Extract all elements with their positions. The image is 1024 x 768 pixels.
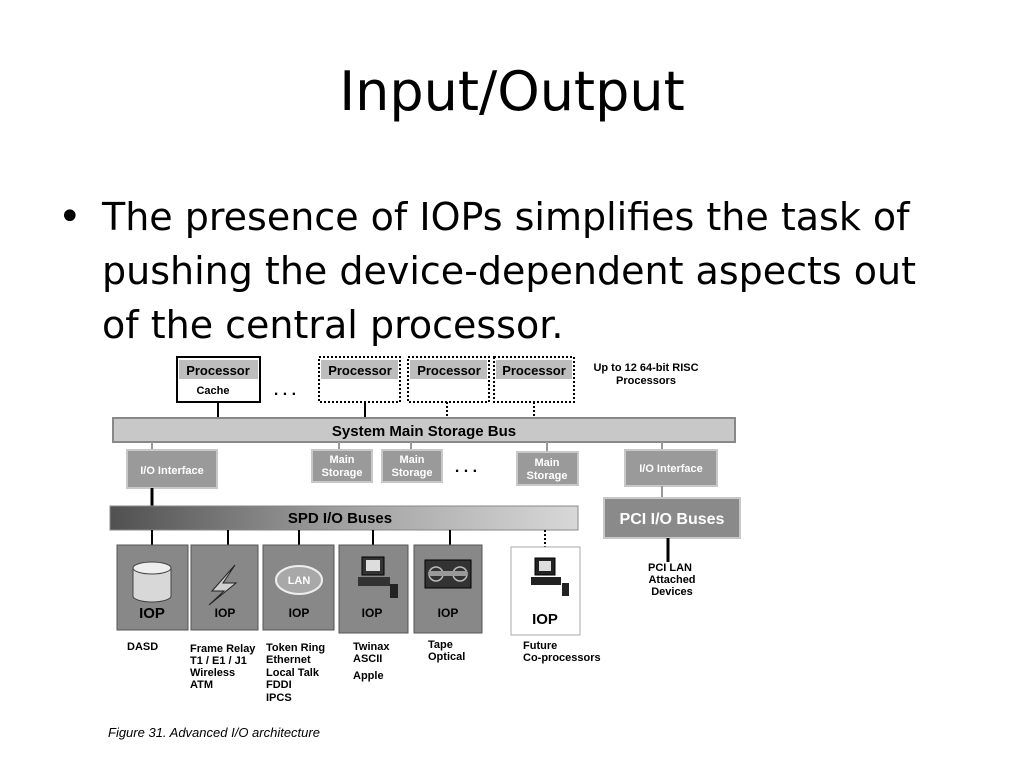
svg-text:Storage: Storage bbox=[527, 470, 568, 482]
svg-text:Future: Future bbox=[523, 640, 557, 652]
iop-tape: IOP bbox=[413, 544, 483, 634]
svg-text:Local Talk: Local Talk bbox=[266, 667, 320, 679]
processor-label: Processor bbox=[186, 363, 250, 378]
main-storage-2: Main Storage bbox=[381, 449, 443, 483]
bullet-text: The presence of IOPs simplifies the task… bbox=[102, 195, 917, 347]
svg-text:IOP: IOP bbox=[362, 606, 383, 620]
svg-text:Ethernet: Ethernet bbox=[266, 654, 311, 666]
device-labels: DASD Frame Relay T1 / E1 / J1 Wireless A… bbox=[127, 639, 601, 704]
svg-text:Wireless: Wireless bbox=[190, 667, 235, 679]
svg-text:LAN: LAN bbox=[288, 575, 311, 587]
svg-text:ATM: ATM bbox=[190, 679, 213, 691]
svg-text:I/O Interface: I/O Interface bbox=[639, 463, 703, 475]
processors-note-line2: Processors bbox=[616, 375, 676, 387]
main-storage-1: Main Storage bbox=[311, 449, 373, 483]
processor-connectors bbox=[217, 402, 535, 418]
svg-text:Twinax: Twinax bbox=[353, 641, 390, 653]
lan-icon bbox=[275, 565, 323, 595]
svg-text:Storage: Storage bbox=[392, 467, 433, 479]
lightning-icon bbox=[208, 564, 238, 606]
svg-text:T1 / E1 / J1: T1 / E1 / J1 bbox=[190, 655, 247, 667]
svg-text:FDDI: FDDI bbox=[266, 679, 292, 691]
iop-lan: LAN IOP bbox=[262, 544, 335, 631]
system-main-storage-bus: System Main Storage Bus bbox=[112, 417, 736, 443]
iop-twinax: IOP bbox=[338, 544, 409, 634]
svg-text:Optical: Optical bbox=[428, 651, 465, 663]
svg-text:Main: Main bbox=[329, 454, 354, 466]
iop-frame-relay: IOP bbox=[190, 544, 259, 631]
storage-ellipsis: . . . bbox=[455, 459, 477, 476]
tape-drive-icon bbox=[424, 559, 472, 589]
svg-text:I/O Interface: I/O Interface bbox=[140, 465, 204, 477]
main-storage-3: Main Storage bbox=[516, 451, 579, 486]
processor-label: Processor bbox=[417, 363, 481, 378]
svg-text:IOP: IOP bbox=[289, 606, 310, 620]
svg-text:Apple: Apple bbox=[353, 670, 384, 682]
svg-text:DASD: DASD bbox=[127, 641, 158, 653]
processor-box-1: Processor Cache bbox=[176, 356, 261, 403]
figure-caption: Figure 31. Advanced I/O architecture bbox=[108, 725, 320, 740]
slide-title: Input/Output bbox=[339, 60, 685, 123]
iop-future: IOP bbox=[510, 546, 581, 636]
svg-text:Main: Main bbox=[534, 457, 559, 469]
svg-text:Token Ring: Token Ring bbox=[266, 642, 325, 654]
io-interface-left: I/O Interface bbox=[126, 449, 218, 489]
pci-devices-line2: Attached bbox=[648, 574, 695, 586]
processor-box-2: Processor bbox=[318, 356, 401, 403]
svg-text:Tape: Tape bbox=[428, 639, 453, 651]
iop-dasd: IOP bbox=[116, 544, 189, 631]
svg-text:IOP: IOP bbox=[139, 605, 165, 622]
spd-io-buses: SPD I/O Buses bbox=[109, 505, 579, 531]
svg-text:Storage: Storage bbox=[322, 467, 363, 479]
workstation-icon bbox=[531, 557, 569, 596]
pci-io-buses: PCI I/O Buses bbox=[603, 497, 741, 539]
processor-label: Processor bbox=[328, 363, 392, 378]
svg-text:ASCII: ASCII bbox=[353, 653, 382, 665]
svg-text:IOP: IOP bbox=[438, 606, 459, 620]
svg-text:PCI I/O Buses: PCI I/O Buses bbox=[620, 511, 725, 528]
processors-note-line1: Up to 12 64-bit RISC bbox=[593, 362, 698, 374]
svg-text:Frame Relay: Frame Relay bbox=[190, 643, 256, 655]
bullet-dot-icon: • bbox=[58, 194, 82, 240]
bus-connectors bbox=[151, 442, 663, 452]
svg-text:IOP: IOP bbox=[532, 611, 558, 628]
pci-devices-line1: PCI LAN bbox=[648, 562, 692, 574]
bus-label: System Main Storage Bus bbox=[332, 423, 516, 440]
spd-drops bbox=[151, 530, 546, 547]
cache-label: Cache bbox=[196, 385, 229, 397]
pci-devices-line3: Devices bbox=[651, 586, 693, 598]
processor-box-4: Processor bbox=[493, 356, 575, 403]
processor-ellipsis: . . . bbox=[274, 382, 296, 399]
svg-text:IPCS: IPCS bbox=[266, 692, 292, 704]
svg-text:SPD I/O Buses: SPD I/O Buses bbox=[288, 510, 392, 527]
svg-text:Co-processors: Co-processors bbox=[523, 652, 601, 664]
processor-box-3: Processor bbox=[407, 356, 490, 403]
disk-icon bbox=[132, 568, 172, 603]
processor-label: Processor bbox=[502, 363, 566, 378]
workstation-icon bbox=[358, 556, 398, 598]
io-interface-right: I/O Interface bbox=[624, 449, 718, 487]
svg-text:IOP: IOP bbox=[215, 606, 236, 620]
svg-text:Main: Main bbox=[399, 454, 424, 466]
